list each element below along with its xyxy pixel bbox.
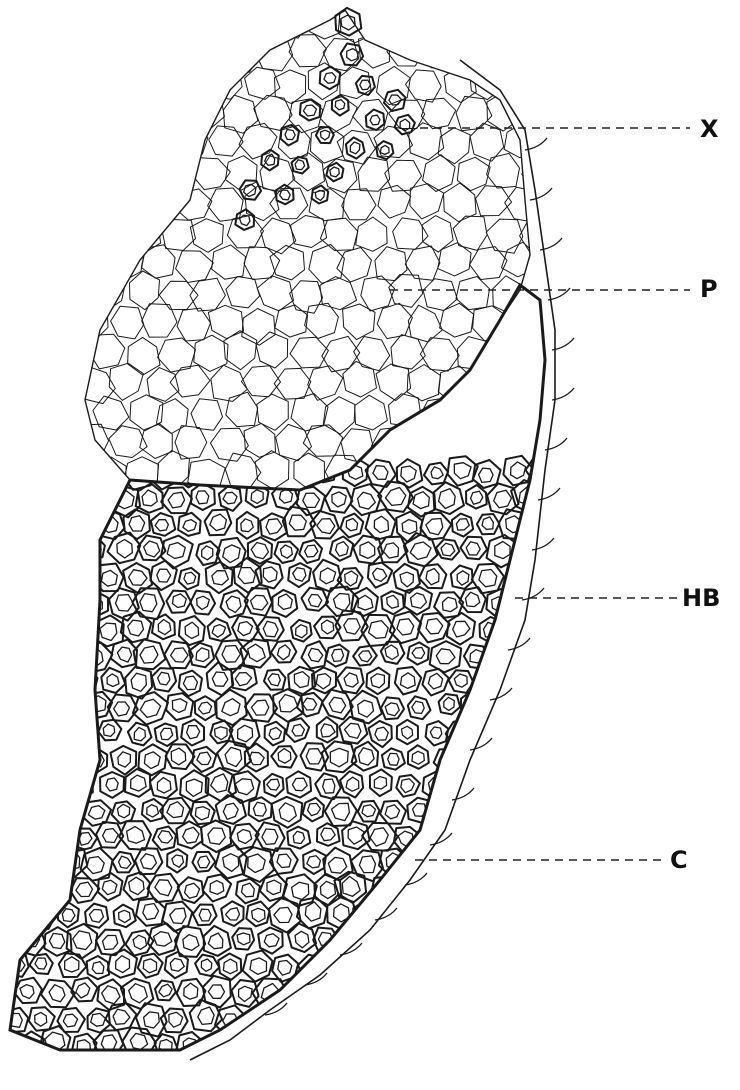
label-p: P: [700, 275, 718, 303]
parenchyma-outline: [85, 10, 530, 490]
label-hb: HB: [682, 584, 720, 612]
label-x: X: [700, 115, 719, 143]
parenchyma-region: [74, 2, 561, 495]
xylem-strand: [235, 8, 415, 230]
label-c: C: [670, 846, 688, 874]
thick-walled-tissue-region: [0, 455, 572, 1089]
